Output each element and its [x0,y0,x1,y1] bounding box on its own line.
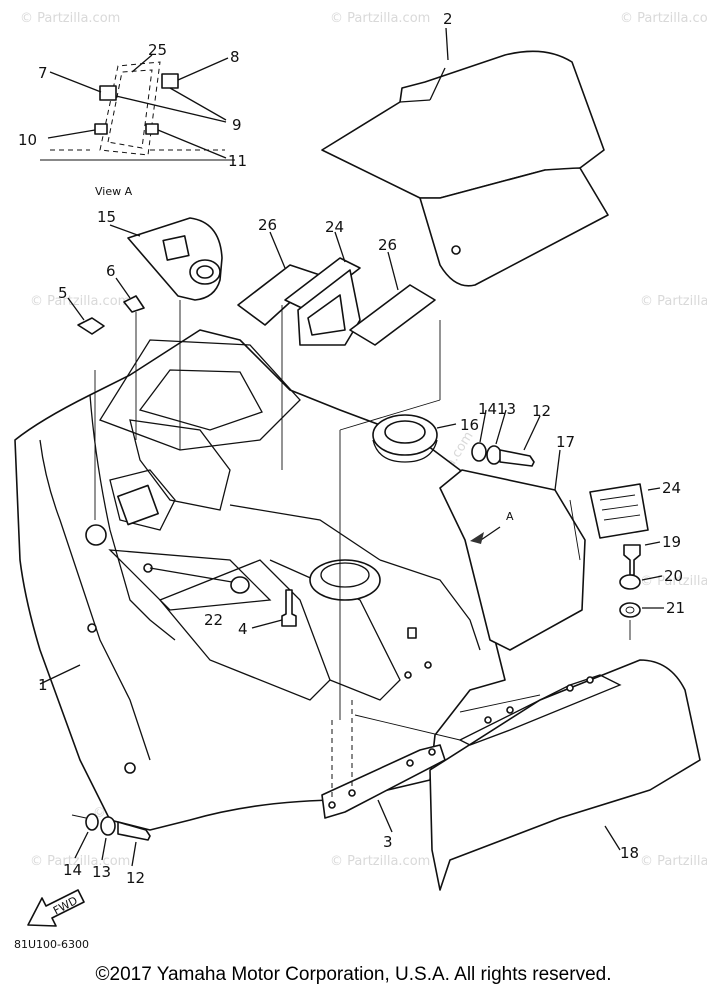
callout-2: 2 [443,10,453,28]
part-22-cap [149,567,250,594]
clip-part-8 [161,73,179,89]
callout-4: 4 [238,620,248,638]
callout-5: 5 [58,284,68,302]
part-25-bracket [284,231,361,346]
copyright-notice: ©2017 Yamaha Motor Corporation, U.S.A. A… [95,964,612,985]
assembly-lines [94,300,581,741]
fwd-arrow: FWD [27,889,85,927]
callout-22: 22 [204,611,223,629]
callout-24: 24 [662,479,681,497]
view-a-arrow-label: A [506,510,514,523]
callout-labels: 2 25 8 7 9 10 11 15 26 24 26 6 5 14 13 1… [18,10,685,887]
callout-26: 26 [378,236,397,254]
part-18-panel [429,659,701,891]
part-26-pad-right [349,251,436,346]
watermark: © Partzilla.com [640,854,707,869]
view-a-inset: View A [40,54,235,198]
part-12-bolt [117,821,151,841]
callout-20: 20 [664,567,683,585]
callout-19: 19 [662,533,681,551]
callout-1: 1 [38,676,48,694]
watermark: © Partzilla.com [20,11,120,26]
callout-21: 21 [666,599,685,617]
part-21-washer [619,602,641,618]
callout-14: 14 [478,400,497,418]
part-12-bolt [499,449,535,467]
part-19-bolt [623,544,641,576]
part-14-washer [85,813,99,831]
callout-14: 14 [63,861,82,879]
callout-11: 11 [228,152,247,170]
callout-23: 25 [148,41,167,59]
hardware-right [471,409,664,640]
callout-13: 13 [497,400,516,418]
part-15-console [109,217,223,301]
part-16-grommet [372,414,457,463]
fwd-label: FWD [51,894,80,918]
callout-18: 18 [620,844,639,862]
part-2-lid [321,27,609,287]
watermark: © Partzilla.com [330,854,430,869]
callout-13: 13 [92,863,111,881]
clip-part-10 [94,123,108,135]
watermark: © Partzilla.com [640,294,707,309]
watermark: © Partzilla.com [640,574,707,589]
part-14-washer [471,442,487,462]
callout-7: 7 [38,64,48,82]
part-17-side-cover: A [439,449,586,651]
callout-25: 24 [325,218,344,236]
callout-26: 26 [258,216,277,234]
callout-3: 3 [383,833,393,851]
view-a-label: View A [95,185,133,198]
callout-12: 12 [126,869,145,887]
part-24-emblem [589,483,661,539]
watermark: © Partzilla.com [30,854,130,869]
catalog-code: 81U100-6300 [14,938,89,951]
callout-8: 8 [230,48,240,66]
part-13-washer [486,445,502,465]
clip-part-11 [145,123,159,135]
callout-15: 15 [97,208,116,226]
part-20-nut [619,574,641,590]
part-6-clip [115,277,145,313]
hardware-left [71,813,151,867]
clip-part-7 [99,85,117,101]
callout-10: 10 [18,131,37,149]
callout-12: 12 [532,402,551,420]
callout-9: 9 [232,116,242,134]
callout-16: 16 [460,416,479,434]
watermark: © Partzilla.com [30,294,130,309]
callout-17: 17 [556,433,575,451]
part-13-washer [100,816,116,836]
watermark: © Partzilla.com [330,11,430,26]
watermark: © Partzilla.com [620,11,707,26]
part-4-bolt [251,589,297,629]
callout-6: 6 [106,262,116,280]
part-5-clip [67,297,105,335]
